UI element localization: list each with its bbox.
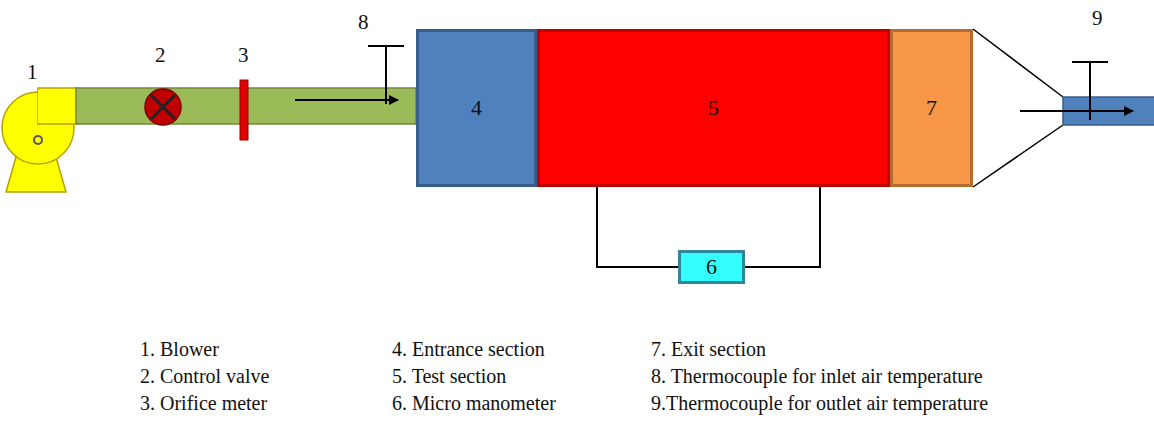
key-entry: 3. Orifice meter [140,393,267,413]
box-number: 7 [926,95,937,121]
box-number: 4 [471,95,482,121]
pressure-tap-line [597,187,678,267]
manometer-box: 6 [678,250,745,284]
exit-cone [973,29,1063,187]
box-number: 5 [708,95,719,121]
key-entry: 5. Test section [392,366,506,386]
callout-number: 9 [1092,8,1103,29]
thermocouple-probe [1072,62,1108,120]
pressure-tap-line [745,187,820,267]
flow-arrow [295,99,398,101]
control-valve-symbol [145,89,181,125]
blower-symbol [2,88,78,192]
key-entry: 8. Thermocouple for inlet air temperatur… [651,366,983,386]
key-entry: 6. Micro manometer [392,393,556,413]
key-entry: 7. Exit section [651,339,766,359]
callout-number: 1 [27,62,38,83]
box-number: 6 [706,254,717,280]
callout-number: 8 [358,12,369,33]
thermocouple-probe [368,46,404,104]
entrance-section-box: 4 [416,29,537,187]
flow-arrow [1020,110,1133,112]
key-entry: 2. Control valve [140,366,269,386]
key-entry: 1. Blower [140,339,219,359]
orifice-plate [240,80,248,140]
callout-number: 3 [238,45,249,66]
callout-number: 2 [155,45,166,66]
exit-section-box: 7 [890,29,973,187]
key-entry: 9.Thermocouple for outlet air temperatur… [651,393,988,413]
key-entry: 4. Entrance section [392,339,545,359]
test-section-box: 5 [537,29,890,187]
